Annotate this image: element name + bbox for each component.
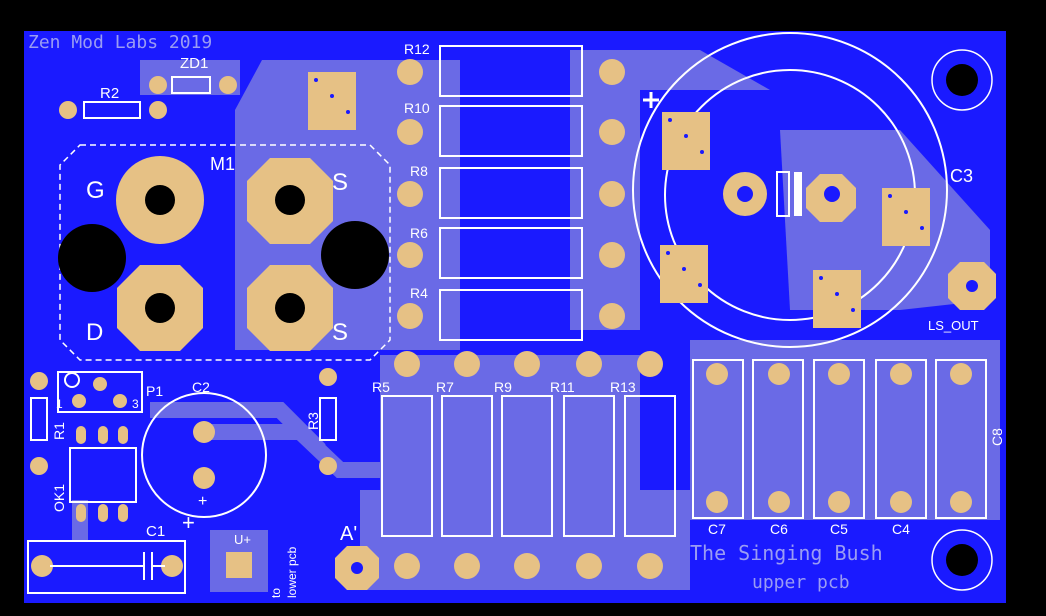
small-cap-pads <box>706 363 972 513</box>
m1-mount-hole-right <box>321 221 389 289</box>
label-c7: C7 <box>708 521 726 537</box>
label-c8: C8 <box>989 428 1005 446</box>
label-ok1: OK1 <box>51 484 67 512</box>
label-c1: C1 <box>146 523 165 540</box>
label-r9: R9 <box>494 379 512 395</box>
label-c1-plus: + <box>182 510 195 535</box>
board-title: Zen Mod Labs 2019 <box>28 32 212 53</box>
p1-trimmer <box>57 371 143 413</box>
label-c5: C5 <box>830 521 848 537</box>
label-p1-pin1: 1 <box>56 397 63 411</box>
label-m1: M1 <box>210 154 235 174</box>
via-grids <box>308 72 930 328</box>
label-c3: C3 <box>950 166 973 186</box>
label-r10: R10 <box>404 100 430 116</box>
label-r6: R6 <box>410 225 428 241</box>
c3-capacitor <box>632 32 948 348</box>
m1-outline <box>59 144 391 361</box>
c2-capacitor <box>141 392 267 518</box>
label-r4: R4 <box>410 285 428 301</box>
label-c6: C6 <box>770 521 788 537</box>
label-c2: C2 <box>192 379 210 395</box>
label-r12: R12 <box>404 41 430 57</box>
label-r5: R5 <box>372 379 390 395</box>
label-ls-out: LS_OUT <box>928 318 979 333</box>
c1-capacitor <box>27 540 186 594</box>
label-g: G <box>86 177 105 204</box>
connector-pads <box>210 262 996 592</box>
label-s-bottom: S <box>332 319 348 346</box>
label-r13: R13 <box>610 379 636 395</box>
m1-pads <box>116 156 333 351</box>
top-resistors <box>439 45 583 341</box>
small-parts <box>30 76 337 475</box>
project-title: The Singing Bush <box>690 541 883 565</box>
label-r8: R8 <box>410 163 428 179</box>
label-r2: R2 <box>100 85 119 102</box>
mount-holes <box>931 49 993 591</box>
label-a-prime: A' <box>340 523 357 545</box>
via-holes <box>314 78 924 312</box>
small-caps <box>692 359 987 519</box>
m1-mount-hole-left <box>58 224 126 292</box>
label-zd1: ZD1 <box>180 55 208 72</box>
label-r11: R11 <box>550 379 575 395</box>
label-r7: R7 <box>436 379 454 395</box>
label-s-top: S <box>332 169 348 196</box>
label-r1: R1 <box>51 422 67 440</box>
bottom-resistors <box>381 395 676 537</box>
label-to: to <box>269 588 283 598</box>
label-p1: P1 <box>146 383 163 399</box>
label-r3: R3 <box>305 412 321 430</box>
label-d: D <box>86 319 103 346</box>
project-subtitle: upper pcb <box>752 572 850 593</box>
label-u-plus: U+ <box>234 532 251 547</box>
bottom-resistor-pads <box>394 351 663 579</box>
label-p1-pin3: 3 <box>132 397 139 411</box>
label-lower-pcb: lower pcb <box>285 546 299 598</box>
label-c2-plus: + <box>198 493 207 510</box>
label-c4: C4 <box>892 521 910 537</box>
top-resistor-pads <box>397 59 625 329</box>
ok1-optocoupler <box>69 426 137 522</box>
